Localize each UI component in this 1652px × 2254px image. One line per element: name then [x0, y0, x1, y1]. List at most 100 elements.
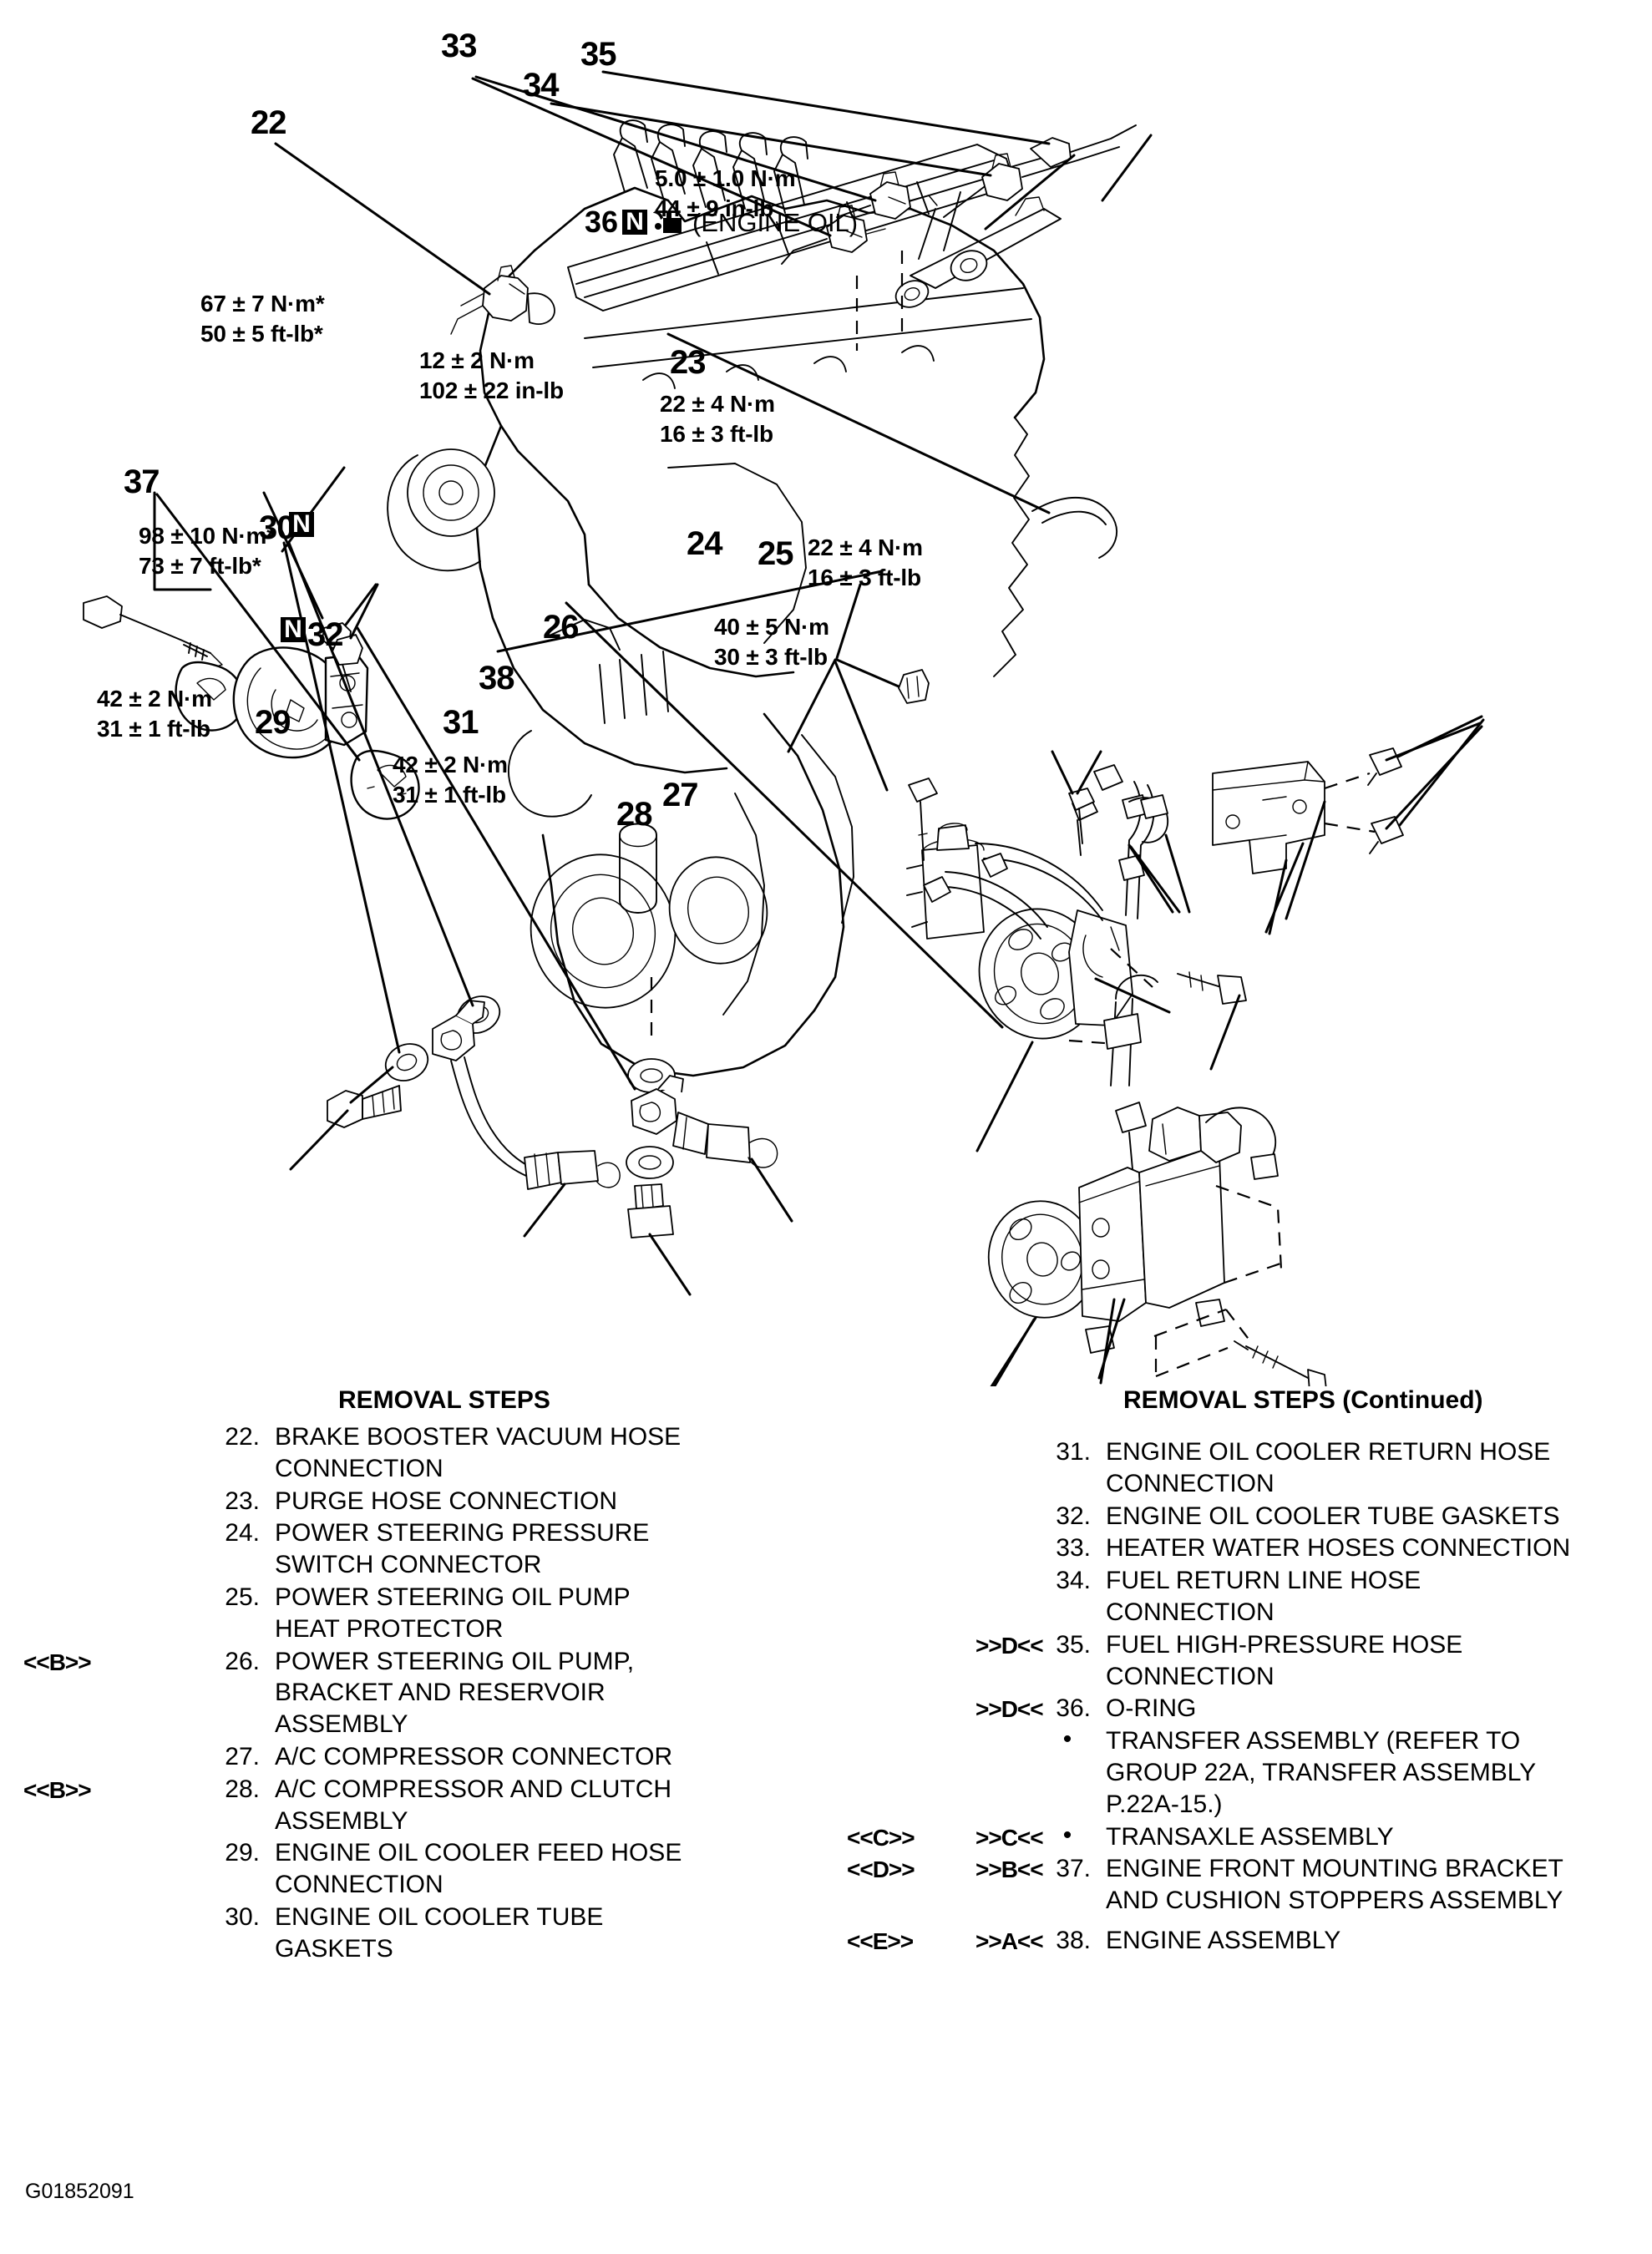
- oil-note-number: 36: [585, 205, 619, 239]
- callout-33: 33: [441, 28, 477, 64]
- list-item[interactable]: 22. BRAKE BOOSTER VACUUM HOSE CONNECTION: [0, 1421, 802, 1485]
- step-number: 30.: [225, 1902, 260, 1931]
- callout-27: 27: [662, 777, 698, 813]
- step-text: POWER STEERING PRESSURE SWITCH CONNECTOR: [275, 1519, 650, 1579]
- torque-imperial: 31 ± 1 ft-lb: [393, 782, 506, 808]
- step-text: ENGINE OIL COOLER FEED HOSE CONNECTION: [275, 1839, 682, 1899]
- step-text: A/C COMPRESSOR CONNECTOR: [275, 1742, 673, 1770]
- torque-spec-98: 98 ± 10 N·m* 73 ± 7 ft-lb*: [139, 521, 276, 582]
- torque-imperial: 50 ± 5 ft-lb*: [200, 321, 323, 347]
- step-text: TRANSAXLE ASSEMBLY: [1106, 1822, 1394, 1851]
- list-item[interactable]: 29. ENGINE OIL COOLER FEED HOSE CONNECTI…: [0, 1837, 802, 1901]
- callout-22: 22: [251, 104, 286, 141]
- part-27-28-ac-compressor: [987, 975, 1327, 1386]
- step-marker-a: <<E>>: [847, 1927, 914, 1954]
- list-item[interactable]: >>D<< 35. FUEL HIGH-PRESSURE HOSE CONNEC…: [835, 1629, 1652, 1693]
- step-text: TRANSFER ASSEMBLY (REFER TO GROUP 22A, T…: [1106, 1727, 1536, 1818]
- torque-metric: 5.0 ± 1.0 N·m: [655, 165, 796, 191]
- part-25-heat-protector: [1212, 715, 1485, 935]
- torque-imperial: 16 ± 3 ft-lb: [808, 565, 921, 591]
- step-text: ENGINE ASSEMBLY: [1106, 1926, 1341, 1954]
- torque-spec-22-right: 22 ± 4 N·m 16 ± 3 ft-lb: [808, 533, 923, 594]
- oil-can-icon: [651, 208, 688, 236]
- removal-steps-continued-heading: REMOVAL STEPS (Continued): [1123, 1386, 1483, 1414]
- list-item[interactable]: 33. HEATER WATER HOSES CONNECTION: [835, 1532, 1652, 1564]
- step-text: PURGE HOSE CONNECTION: [275, 1487, 618, 1515]
- step-number: 27.: [225, 1742, 260, 1770]
- torque-spec-40: 40 ± 5 N·m 30 ± 3 ft-lb: [714, 612, 829, 673]
- torque-metric: 40 ± 5 N·m: [714, 614, 829, 640]
- torque-spec-22-upper: 22 ± 4 N·m 16 ± 3 ft-lb: [660, 389, 775, 450]
- torque-metric: 42 ± 2 N·m: [393, 752, 508, 778]
- step-marker-b: >>D<<: [975, 1632, 1044, 1659]
- nut-badge-32: N: [281, 617, 306, 642]
- step-text: FUEL RETURN LINE HOSE CONNECTION: [1106, 1567, 1421, 1626]
- removal-steps-right-list: 31. ENGINE OIL COOLER RETURN HOSE CONNEC…: [835, 1436, 1652, 1957]
- torque-imperial: 73 ± 7 ft-lb*: [139, 553, 261, 580]
- callout-29: 29: [255, 704, 291, 741]
- step-text: BRAKE BOOSTER VACUUM HOSE CONNECTION: [275, 1423, 682, 1482]
- list-item[interactable]: 25. POWER STEERING OIL PUMP HEAT PROTECT…: [0, 1582, 802, 1645]
- torque-spec-12: 12 ± 2 N·m 102 ± 22 in-lb: [419, 346, 564, 407]
- callout-24: 24: [687, 525, 722, 562]
- removal-steps-left-column: REMOVAL STEPS 22. BRAKE BOOSTER VACUUM H…: [0, 1386, 802, 1966]
- list-item[interactable]: <<C>> >>C<< • TRANSAXLE ASSEMBLY: [835, 1821, 1652, 1853]
- callout-32: 32: [307, 616, 343, 653]
- list-item[interactable]: 34. FUEL RETURN LINE HOSE CONNECTION: [835, 1565, 1652, 1628]
- step-number: 29.: [225, 1839, 260, 1867]
- diagram-linework: [83, 70, 1485, 1386]
- step-text: ENGINE OIL COOLER TUBE GASKETS: [1106, 1502, 1560, 1530]
- list-item[interactable]: 24. POWER STEERING PRESSURE SWITCH CONNE…: [0, 1517, 802, 1581]
- list-item[interactable]: • TRANSFER ASSEMBLY (REFER TO GROUP 22A,…: [835, 1725, 1652, 1820]
- torque-imperial: 16 ± 3 ft-lb: [660, 421, 773, 448]
- callout-25: 25: [758, 535, 793, 572]
- step-bullet: •: [1062, 1725, 1072, 1754]
- part-33-heater-water-hoses: [781, 171, 938, 265]
- part-29-30-31-32-oil-cooler: [289, 969, 793, 1296]
- part-24-ps-pressure-switch-connector: [1128, 794, 1191, 914]
- n-badge-icon: N: [281, 617, 306, 642]
- step-marker-b: <<B>>: [23, 1776, 92, 1803]
- step-number: 37.: [1056, 1855, 1091, 1883]
- part-34-35-fuel-lines: [855, 124, 1137, 351]
- callout-34: 34: [523, 67, 559, 104]
- step-number: 34.: [1056, 1567, 1091, 1595]
- step-text: POWER STEERING OIL PUMP, BRACKET AND RES…: [275, 1647, 635, 1739]
- torque-imperial: 31 ± 1 ft-lb: [97, 716, 210, 742]
- oil-note-text: (ENGINE OIL): [692, 207, 859, 237]
- step-marker-b: >>B<<: [975, 1856, 1044, 1883]
- step-number: 25.: [225, 1583, 260, 1611]
- callout-35: 35: [580, 36, 616, 73]
- list-item[interactable]: <<E>> >>A<< 38. ENGINE ASSEMBLY: [835, 1925, 1652, 1957]
- step-number: 31.: [1056, 1438, 1091, 1466]
- torque-imperial: 44 ± 9 in-lb: [655, 195, 774, 222]
- torque-imperial: 30 ± 3 ft-lb: [714, 644, 828, 671]
- callout-31: 31: [443, 704, 479, 741]
- list-item[interactable]: 30. ENGINE OIL COOLER TUBE GASKETS: [0, 1902, 802, 1965]
- step-text: ENGINE OIL COOLER RETURN HOSE CONNECTION: [1106, 1438, 1551, 1497]
- callout-26: 26: [543, 609, 579, 646]
- step-text: FUEL HIGH-PRESSURE HOSE CONNECTION: [1106, 1630, 1463, 1690]
- list-item[interactable]: <<B>> 26. POWER STEERING OIL PUMP, BRACK…: [0, 1646, 802, 1740]
- callout-23: 23: [670, 344, 706, 381]
- list-item[interactable]: 23. PURGE HOSE CONNECTION: [0, 1486, 802, 1517]
- center-bolt-12nm: [787, 583, 930, 792]
- list-item[interactable]: 31. ENGINE OIL COOLER RETURN HOSE CONNEC…: [835, 1436, 1652, 1500]
- removal-steps-left-list: 22. BRAKE BOOSTER VACUUM HOSE CONNECTION…: [0, 1421, 802, 1965]
- part-26-power-steering-pump: [906, 764, 1247, 1152]
- part-22-brake-booster-vacuum-hose: [450, 265, 555, 335]
- list-item[interactable]: 32. ENGINE OIL COOLER TUBE GASKETS: [835, 1501, 1652, 1532]
- list-item[interactable]: 27. A/C COMPRESSOR CONNECTOR: [0, 1741, 802, 1773]
- torque-spec-5: 5.0 ± 1.0 N·m 44 ± 9 in-lb: [655, 164, 796, 225]
- n-badge-icon: N: [622, 210, 648, 235]
- figure-id: G01852091: [25, 2180, 134, 2203]
- list-item[interactable]: <<D>> >>B<< 37. ENGINE FRONT MOUNTING BR…: [835, 1853, 1652, 1917]
- step-number: 23.: [225, 1487, 260, 1515]
- removal-steps-heading: REMOVAL STEPS: [338, 1386, 550, 1414]
- step-marker-b: >>D<<: [975, 1696, 1044, 1723]
- list-item[interactable]: <<B>> 28. A/C COMPRESSOR AND CLUTCH ASSE…: [0, 1774, 802, 1837]
- callout-37: 37: [124, 463, 160, 500]
- step-text: O-RING: [1106, 1694, 1197, 1723]
- list-item[interactable]: >>D<< 36. O-RING: [835, 1693, 1652, 1725]
- step-text: ENGINE OIL COOLER TUBE GASKETS: [275, 1902, 604, 1963]
